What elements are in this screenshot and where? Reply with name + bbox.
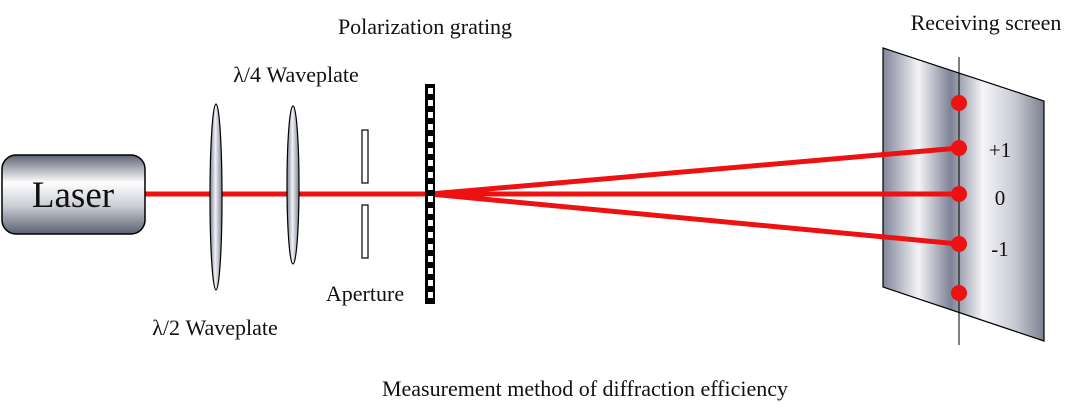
- plus-one-order-beam: [429, 145, 960, 197]
- quarter-waveplate: [286, 105, 300, 265]
- grating-cell: [428, 88, 433, 94]
- order-label-zero: 0: [995, 186, 1006, 210]
- diffraction-spots: [951, 95, 967, 301]
- aperture-upper-blade: [361, 129, 369, 184]
- grating-cell: [428, 268, 433, 274]
- grating-cell: [428, 292, 433, 298]
- half-waveplate: [209, 103, 223, 291]
- aperture-label: Aperture: [326, 281, 404, 306]
- aperture-lower-blade: [361, 204, 369, 259]
- spot-plus-one: [951, 140, 967, 156]
- grating-cell: [428, 124, 433, 130]
- grating-cell: [428, 172, 433, 178]
- grating-frame: [425, 84, 435, 304]
- grating-cell: [428, 280, 433, 286]
- spot-plus-two: [951, 95, 967, 111]
- spot-minus-one: [951, 236, 967, 252]
- order-label-minus-one: -1: [991, 237, 1009, 261]
- figure-caption: Measurement method of diffraction effici…: [382, 376, 788, 401]
- grating-cell: [428, 148, 433, 154]
- grating-cell: [428, 220, 433, 226]
- grating-cell: [428, 136, 433, 142]
- laser-label: Laser: [32, 175, 114, 216]
- laser-source: Laser: [1, 154, 146, 235]
- laser-beams: [145, 145, 960, 247]
- polarization-grating: [425, 84, 435, 304]
- grating-cell: [428, 160, 433, 166]
- polarization-grating-label: Polarization grating: [338, 14, 512, 39]
- grating-cell: [428, 112, 433, 118]
- spot-minus-two: [951, 285, 967, 301]
- spot-zero: [951, 186, 967, 202]
- grating-cell: [428, 256, 433, 262]
- half-waveplate-label: λ/2 Waveplate: [152, 315, 278, 340]
- grating-cell: [428, 244, 433, 250]
- receiving-screen-label: Receiving screen: [911, 10, 1062, 35]
- grating-cell: [428, 232, 433, 238]
- grating-cell: [428, 208, 433, 214]
- aperture: [361, 129, 369, 259]
- minus-one-order-beam: [429, 191, 960, 247]
- grating-cell: [428, 196, 433, 202]
- grating-cell: [428, 100, 433, 106]
- quarter-waveplate-label: λ/4 Waveplate: [233, 62, 359, 87]
- grating-cell: [428, 184, 433, 190]
- order-label-plus-one: +1: [989, 138, 1011, 162]
